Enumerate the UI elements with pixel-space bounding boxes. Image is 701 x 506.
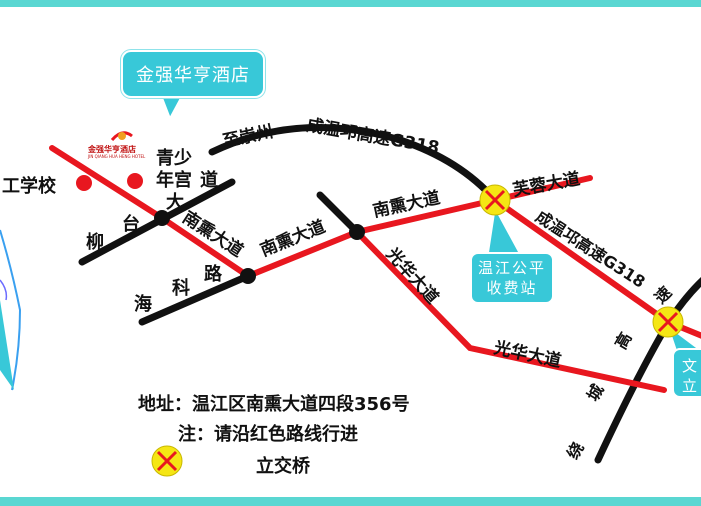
route-nanxun-west bbox=[49, 145, 251, 279]
route-guanghua bbox=[354, 229, 667, 393]
toll-station-callout: 温江公平 收费站 bbox=[470, 252, 554, 304]
connector-road bbox=[316, 191, 361, 236]
route-nanxun-mid bbox=[245, 175, 593, 279]
hotel-logo-icon bbox=[110, 131, 133, 141]
interchange-marker-1 bbox=[479, 184, 511, 216]
haike-label-3: 路 bbox=[204, 264, 222, 285]
hotel-callout: 金强华亨酒店 bbox=[121, 50, 265, 98]
legend-interchange-label: 立交桥 bbox=[256, 456, 310, 477]
haike-label-2: 科 bbox=[172, 278, 190, 299]
youth-palace-label-1: 青少 bbox=[156, 148, 192, 169]
school-label: 工学校 bbox=[2, 176, 56, 197]
haike-road bbox=[138, 272, 252, 326]
liutai-label-4: 道 bbox=[200, 170, 218, 191]
youth-palace-label-2: 年宫 bbox=[156, 170, 192, 191]
edge-callout: 文 立 bbox=[672, 348, 701, 398]
liutai-label-1: 柳 bbox=[86, 232, 104, 253]
liutai-label-3: 大 bbox=[166, 192, 184, 213]
edge-line-1: 文 bbox=[682, 357, 698, 375]
school-marker bbox=[76, 175, 92, 191]
edge-line-2: 立 bbox=[682, 377, 698, 395]
address-text: 地址：温江区南熏大道四段356号 bbox=[138, 394, 410, 415]
expressway-north-road bbox=[208, 124, 499, 204]
decorative-swirl bbox=[0, 229, 22, 391]
bottom-border bbox=[0, 497, 701, 506]
decorative-swirl-2 bbox=[0, 279, 8, 301]
hotel-logo-text: 金强华亨酒店 bbox=[88, 145, 136, 154]
legend-interchange-icon bbox=[151, 445, 183, 477]
junction-dot-connector bbox=[349, 224, 365, 240]
top-border bbox=[0, 0, 701, 7]
hotel-logo-subtext: JIN QIANG HUA HENG HOTEL bbox=[88, 154, 146, 159]
left-edge-pointer bbox=[0, 300, 14, 390]
toll-line-1: 温江公平 bbox=[477, 259, 546, 277]
youth-palace-marker bbox=[127, 173, 143, 189]
liutai-label-2: 台 bbox=[122, 214, 140, 235]
junction-dot-haike bbox=[240, 268, 256, 284]
junction-dot-liutai bbox=[154, 210, 170, 226]
route-note-text: 注：请沿红色路线行进 bbox=[178, 424, 358, 445]
toll-line-2: 收费站 bbox=[486, 279, 538, 297]
interchange-marker-2 bbox=[652, 306, 684, 338]
haike-label-1: 海 bbox=[134, 294, 152, 315]
